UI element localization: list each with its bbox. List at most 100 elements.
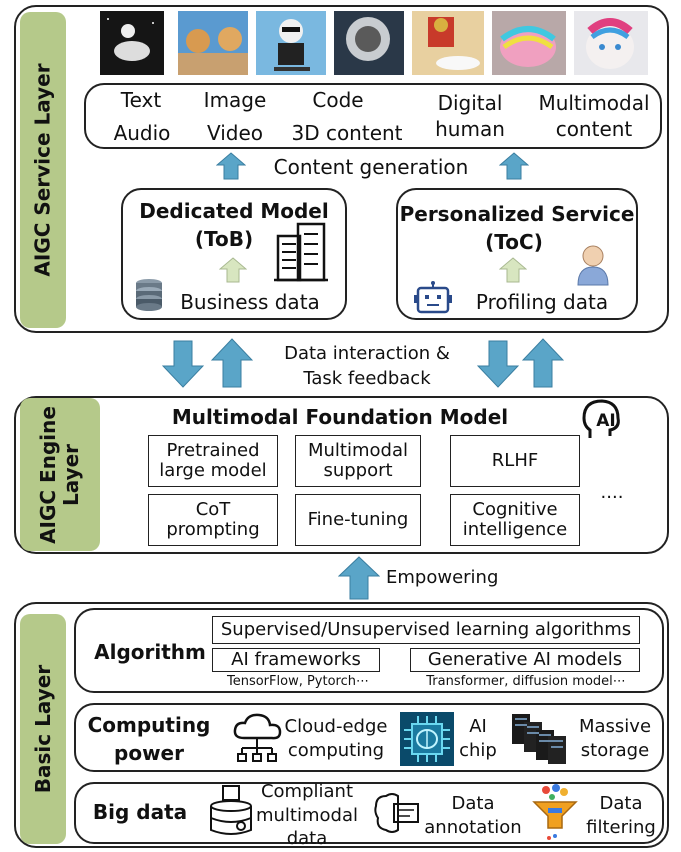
interaction-arrow-up-left (211, 338, 253, 388)
multimodal-support-line2: support (323, 460, 393, 481)
filtering-line1: Data (599, 793, 643, 814)
service-layer-label: AIGC Service Layer (20, 12, 66, 328)
generative-box: Generative AI models (410, 648, 640, 672)
cognitive-line2: intelligence (462, 519, 568, 540)
engine-box-cognitive: Cognitive intelligence (450, 494, 580, 546)
engine-box-cot: CoT prompting (148, 494, 278, 546)
data-interaction-line2: Task feedback (303, 368, 431, 389)
content-types-box (84, 83, 662, 149)
engine-layer-label-line2: Layer (59, 443, 84, 506)
ai-head-icon-text: AI (596, 411, 616, 431)
compliant-line1: Compliant (260, 781, 354, 802)
service-layer-label-text: AIGC Service Layer (31, 63, 55, 277)
personalized-service-subtitle: (ToC) (485, 230, 543, 254)
generated-content-thumbnails (98, 9, 658, 77)
data-filter-funnel-icon (532, 784, 578, 840)
content-type-video: Video (206, 121, 264, 145)
content-type-multimodal-line2: content (555, 117, 633, 141)
personalized-service-title: Personalized Service (399, 202, 635, 226)
user-avatar-icon (577, 245, 609, 286)
cognitive-line1: Cognitive (472, 499, 558, 521)
interaction-arrow-up-right (522, 338, 564, 388)
business-data-label: Business data (180, 290, 320, 314)
cot-line1: CoT (195, 499, 231, 521)
annotation-brain-icon (374, 793, 419, 833)
ai-chip-line2: chip (459, 740, 497, 761)
interaction-arrow-down-left (162, 340, 204, 388)
thumb-rainbow-pig (492, 11, 566, 75)
thumb-rainbow-cat (574, 11, 648, 75)
supervised-label: Supervised/Unsupervised learning algorit… (220, 619, 632, 641)
content-type-3d: 3D content (291, 121, 403, 145)
thumbnail-strip (100, 11, 648, 75)
dedicated-small-arrow (219, 257, 247, 283)
personalized-small-arrow (499, 257, 527, 283)
data-storage-chip-icon (210, 785, 252, 835)
storage-line1: Massive (578, 716, 652, 737)
cot-line2: prompting (166, 519, 260, 540)
dedicated-model-subtitle: (ToB) (194, 227, 254, 251)
content-type-text: Text (120, 88, 162, 112)
database-icon (136, 279, 162, 311)
pretrained-line1: Pretrained (166, 440, 260, 462)
supervised-box: Supervised/Unsupervised learning algorit… (212, 616, 640, 644)
ai-chip-line1: AI (469, 716, 487, 737)
server-storage-icon (512, 714, 566, 764)
basic-layer-label-text: Basic Layer (31, 664, 56, 794)
cloud-network-icon (233, 713, 282, 762)
profiling-data-label: Profiling data (475, 290, 609, 314)
thumb-shiba-dogs (178, 11, 248, 75)
empowering-arrow (338, 556, 380, 600)
empowering-label: Empowering (386, 567, 499, 588)
pretrained-line2: large model (159, 460, 267, 481)
engine-layer-label: AIGC Engine Layer (20, 398, 100, 551)
finetuning-label: Fine-tuning (307, 509, 409, 531)
foundation-model-title: Multimodal Foundation Model (171, 405, 509, 429)
multimodal-support-line1: Multimodal (307, 440, 408, 462)
compliant-line3: data (286, 828, 328, 849)
filtering-line2: filtering (586, 817, 656, 838)
buildings-icon (274, 222, 328, 282)
computing-title-line2: power (114, 741, 184, 765)
content-type-audio: Audio (113, 121, 171, 145)
content-generation-arrow-right (499, 152, 529, 180)
engine-ellipsis: .... (600, 482, 624, 503)
big-data-title: Big data (92, 800, 188, 824)
thumb-raccoon-astronaut (334, 11, 404, 75)
annotation-line2: annotation (424, 817, 522, 838)
robot-icon (414, 281, 452, 314)
computing-title-line1: Computing (87, 713, 211, 737)
ai-chip-icon (400, 712, 454, 766)
ai-head-icon: AI (580, 398, 624, 440)
content-type-multimodal-line1: Multimodal (538, 91, 650, 115)
engine-layer-label-line1: AIGC Engine (36, 405, 61, 544)
thumb-robot-diner (412, 11, 484, 75)
thumb-astronaut-horse (100, 11, 164, 75)
compliant-line2: multimodal (255, 805, 358, 826)
cloud-edge-line1: Cloud-edge (284, 716, 388, 737)
engine-box-pretrained: Pretrained large model (148, 435, 278, 487)
data-interaction-line1: Data interaction & (284, 343, 450, 364)
rlhf-label: RLHF (491, 450, 539, 472)
content-type-digital-human-line1: Digital (437, 91, 503, 115)
dedicated-model-title: Dedicated Model (139, 199, 329, 223)
engine-box-rlhf: RLHF (450, 435, 580, 487)
ai-frameworks-label: AI frameworks (231, 649, 361, 671)
algorithm-title: Algorithm (94, 640, 206, 664)
content-type-code: Code (312, 88, 364, 112)
generative-label: Generative AI models (427, 649, 623, 671)
cloud-edge-line2: computing (287, 740, 385, 761)
content-type-image: Image (203, 88, 267, 112)
ai-frameworks-box: AI frameworks (212, 648, 380, 672)
ai-frameworks-sub: TensorFlow, Pytorch⋯ (226, 674, 369, 689)
engine-box-finetuning: Fine-tuning (295, 494, 421, 546)
generative-sub: Transformer, diffusion model⋯ (426, 674, 626, 689)
interaction-arrow-down-right (477, 340, 519, 388)
content-generation-label: Content generation (273, 155, 469, 179)
basic-layer-label: Basic Layer (20, 614, 66, 844)
thumb-panda-skateboard (256, 11, 326, 75)
storage-line2: storage (580, 740, 650, 761)
engine-box-multimodal-support: Multimodal support (295, 435, 421, 487)
content-type-digital-human-line2: human (435, 117, 505, 141)
content-generation-arrow-left (216, 152, 246, 180)
